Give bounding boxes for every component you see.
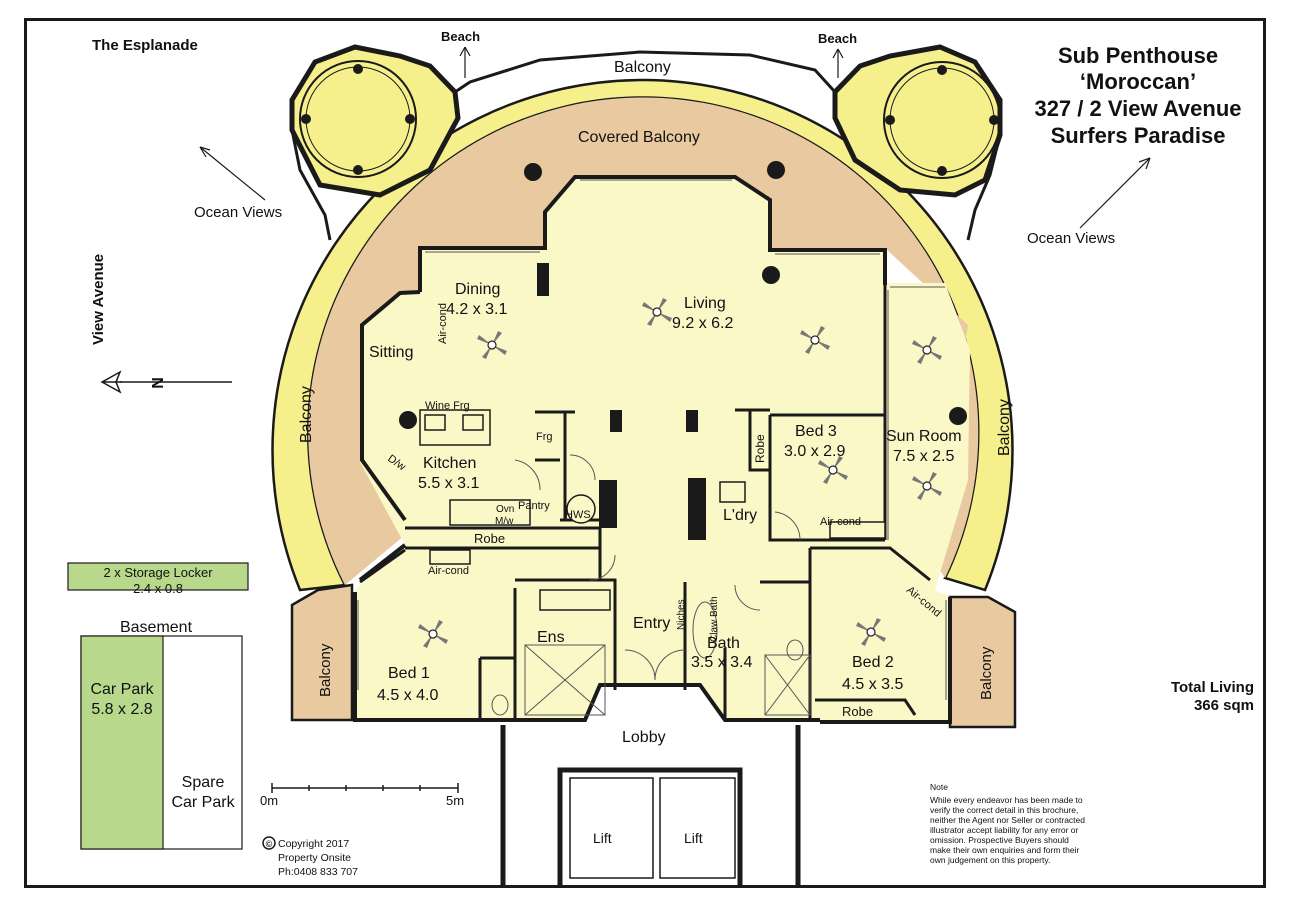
note-line-5: omission. Prospective Buyers should [930,835,1069,845]
copyright-symbol: © [266,839,273,849]
note-line-6: make their own enquiries and form their [930,845,1079,855]
copyright-line-2: Property Onsite [278,852,351,864]
view-arrows [199,46,1151,229]
copyright-line-3: Ph:0408 833 707 [278,866,358,878]
scale-bar [271,783,459,793]
fixture-lift-1: Lift [593,830,612,846]
room-bed3-name: Bed 3 [795,423,837,440]
turret-left [289,44,461,198]
street-north: The Esplanade [92,37,198,54]
ocean-views-right: Ocean Views [1027,230,1115,247]
room-living-name: Living [684,295,726,312]
beach-left: Beach [441,29,480,44]
outdoor-areas [271,44,1017,729]
carpark-area [80,635,164,850]
ocean-views-left: Ocean Views [194,204,282,221]
carpark-line-1: Car Park [90,681,154,698]
room-bed1-size: 4.5 x 4.0 [377,687,438,704]
compass-letter: N [150,377,167,389]
fixture-mw: M/w [495,516,514,527]
storage-label-2: 2.4 x 0.8 [133,581,183,596]
balcony-top-label: Balcony [614,59,671,76]
fixture-robe-kitchen: Robe [474,531,505,546]
note-line-4: illustrator accept liability for any err… [930,825,1079,835]
turret-right [832,44,1003,198]
copyright-line-1: Copyright 2017 [278,838,349,850]
room-bed2-name: Bed 2 [852,654,894,671]
room-kitchen-name: Kitchen [423,455,476,472]
room-laundry-name: L'dry [723,507,757,524]
room-bed2-size: 4.5 x 3.5 [842,676,903,693]
title-line-4: Surfers Paradise [1051,123,1226,148]
covered-balcony [308,97,979,585]
note-line-1: While every endeavor has been made to [930,795,1083,805]
fixture-frg: Frg [536,431,553,443]
beach-right: Beach [818,31,857,46]
fixture-niches: Niches [676,599,687,630]
fixture-pantry: Pantry [518,500,550,512]
total-line-2: 366 sqm [1194,697,1254,714]
balcony-right-label: Balcony [996,399,1013,456]
covered-balcony-label: Covered Balcony [578,129,700,146]
room-sunroom-size: 7.5 x 2.5 [893,448,954,465]
copyright-icon [262,836,276,850]
balcony-bottom-left-label: Balcony [317,643,334,697]
note-line-7: own judgement on this property. [930,855,1050,865]
room-sitting-name: Sitting [369,344,413,361]
room-bath-name: Bath [707,635,740,652]
storage-locker-box [67,562,249,591]
lobby-label: Lobby [622,729,666,746]
spare-line-1: Spare [182,774,225,791]
fixture-claw-bath: Claw Bath [709,596,720,642]
fixture-robe-bed2: Robe [842,704,873,719]
labels: The Esplanade View Avenue N Ocean Views … [90,29,1254,878]
note-line-2: verify the correct detail in this brochu… [930,805,1078,815]
total-line-1: Total Living [1171,679,1254,696]
title-line-2: ‘Moroccan’ [1080,69,1196,94]
room-dining-size: 4.2 x 3.1 [446,301,507,318]
balcony-left-label: Balcony [298,386,315,443]
balcony-bottom-right-label: Balcony [978,646,995,700]
title-line-1: Sub Penthouse [1058,43,1218,68]
carpark-line-2: 5.8 x 2.8 [91,701,152,718]
scale-end: 5m [446,793,464,808]
room-ens-name: Ens [537,629,565,646]
balcony-bottom-left [290,583,354,722]
fixture-aircond-dining: Air-cond [437,303,449,344]
note-line-3: neither the Agent nor Seller or contract… [930,815,1085,825]
fixture-ovn: Ovn [496,504,514,515]
interior [353,161,970,724]
room-bed1-name: Bed 1 [388,665,430,682]
lobby-core [500,725,801,885]
room-dining-name: Dining [455,281,500,298]
spare-line-2: Car Park [171,794,235,811]
note-heading: Note [930,782,948,792]
plan-frame [24,18,1266,888]
fixture-wine-frg: Wine Frg [425,400,470,412]
basement-title: Basement [120,619,193,636]
title-line-3: 327 / 2 View Avenue [1034,96,1241,121]
fixture-aircond-bed3: Air-cond [820,516,861,528]
scale-start: 0m [260,793,278,808]
room-bed3-size: 3.0 x 2.9 [784,443,845,460]
interior-floor [355,175,970,722]
room-kitchen-size: 5.5 x 3.1 [418,475,479,492]
street-west: View Avenue [90,254,107,345]
north-arrow [100,370,232,394]
fixture-aircond-bed1: Air-cond [428,565,469,577]
room-entry-name: Entry [633,615,670,632]
room-living-size: 9.2 x 6.2 [672,315,733,332]
room-bath-size: 3.5 x 3.4 [691,654,752,671]
room-sunroom-name: Sun Room [886,428,962,445]
fixture-hws: HWS [565,509,591,521]
storage-label-1: 2 x Storage Locker [103,565,213,580]
fixture-robe-bed3: Robe [753,434,767,463]
fixture-lift-2: Lift [684,830,703,846]
